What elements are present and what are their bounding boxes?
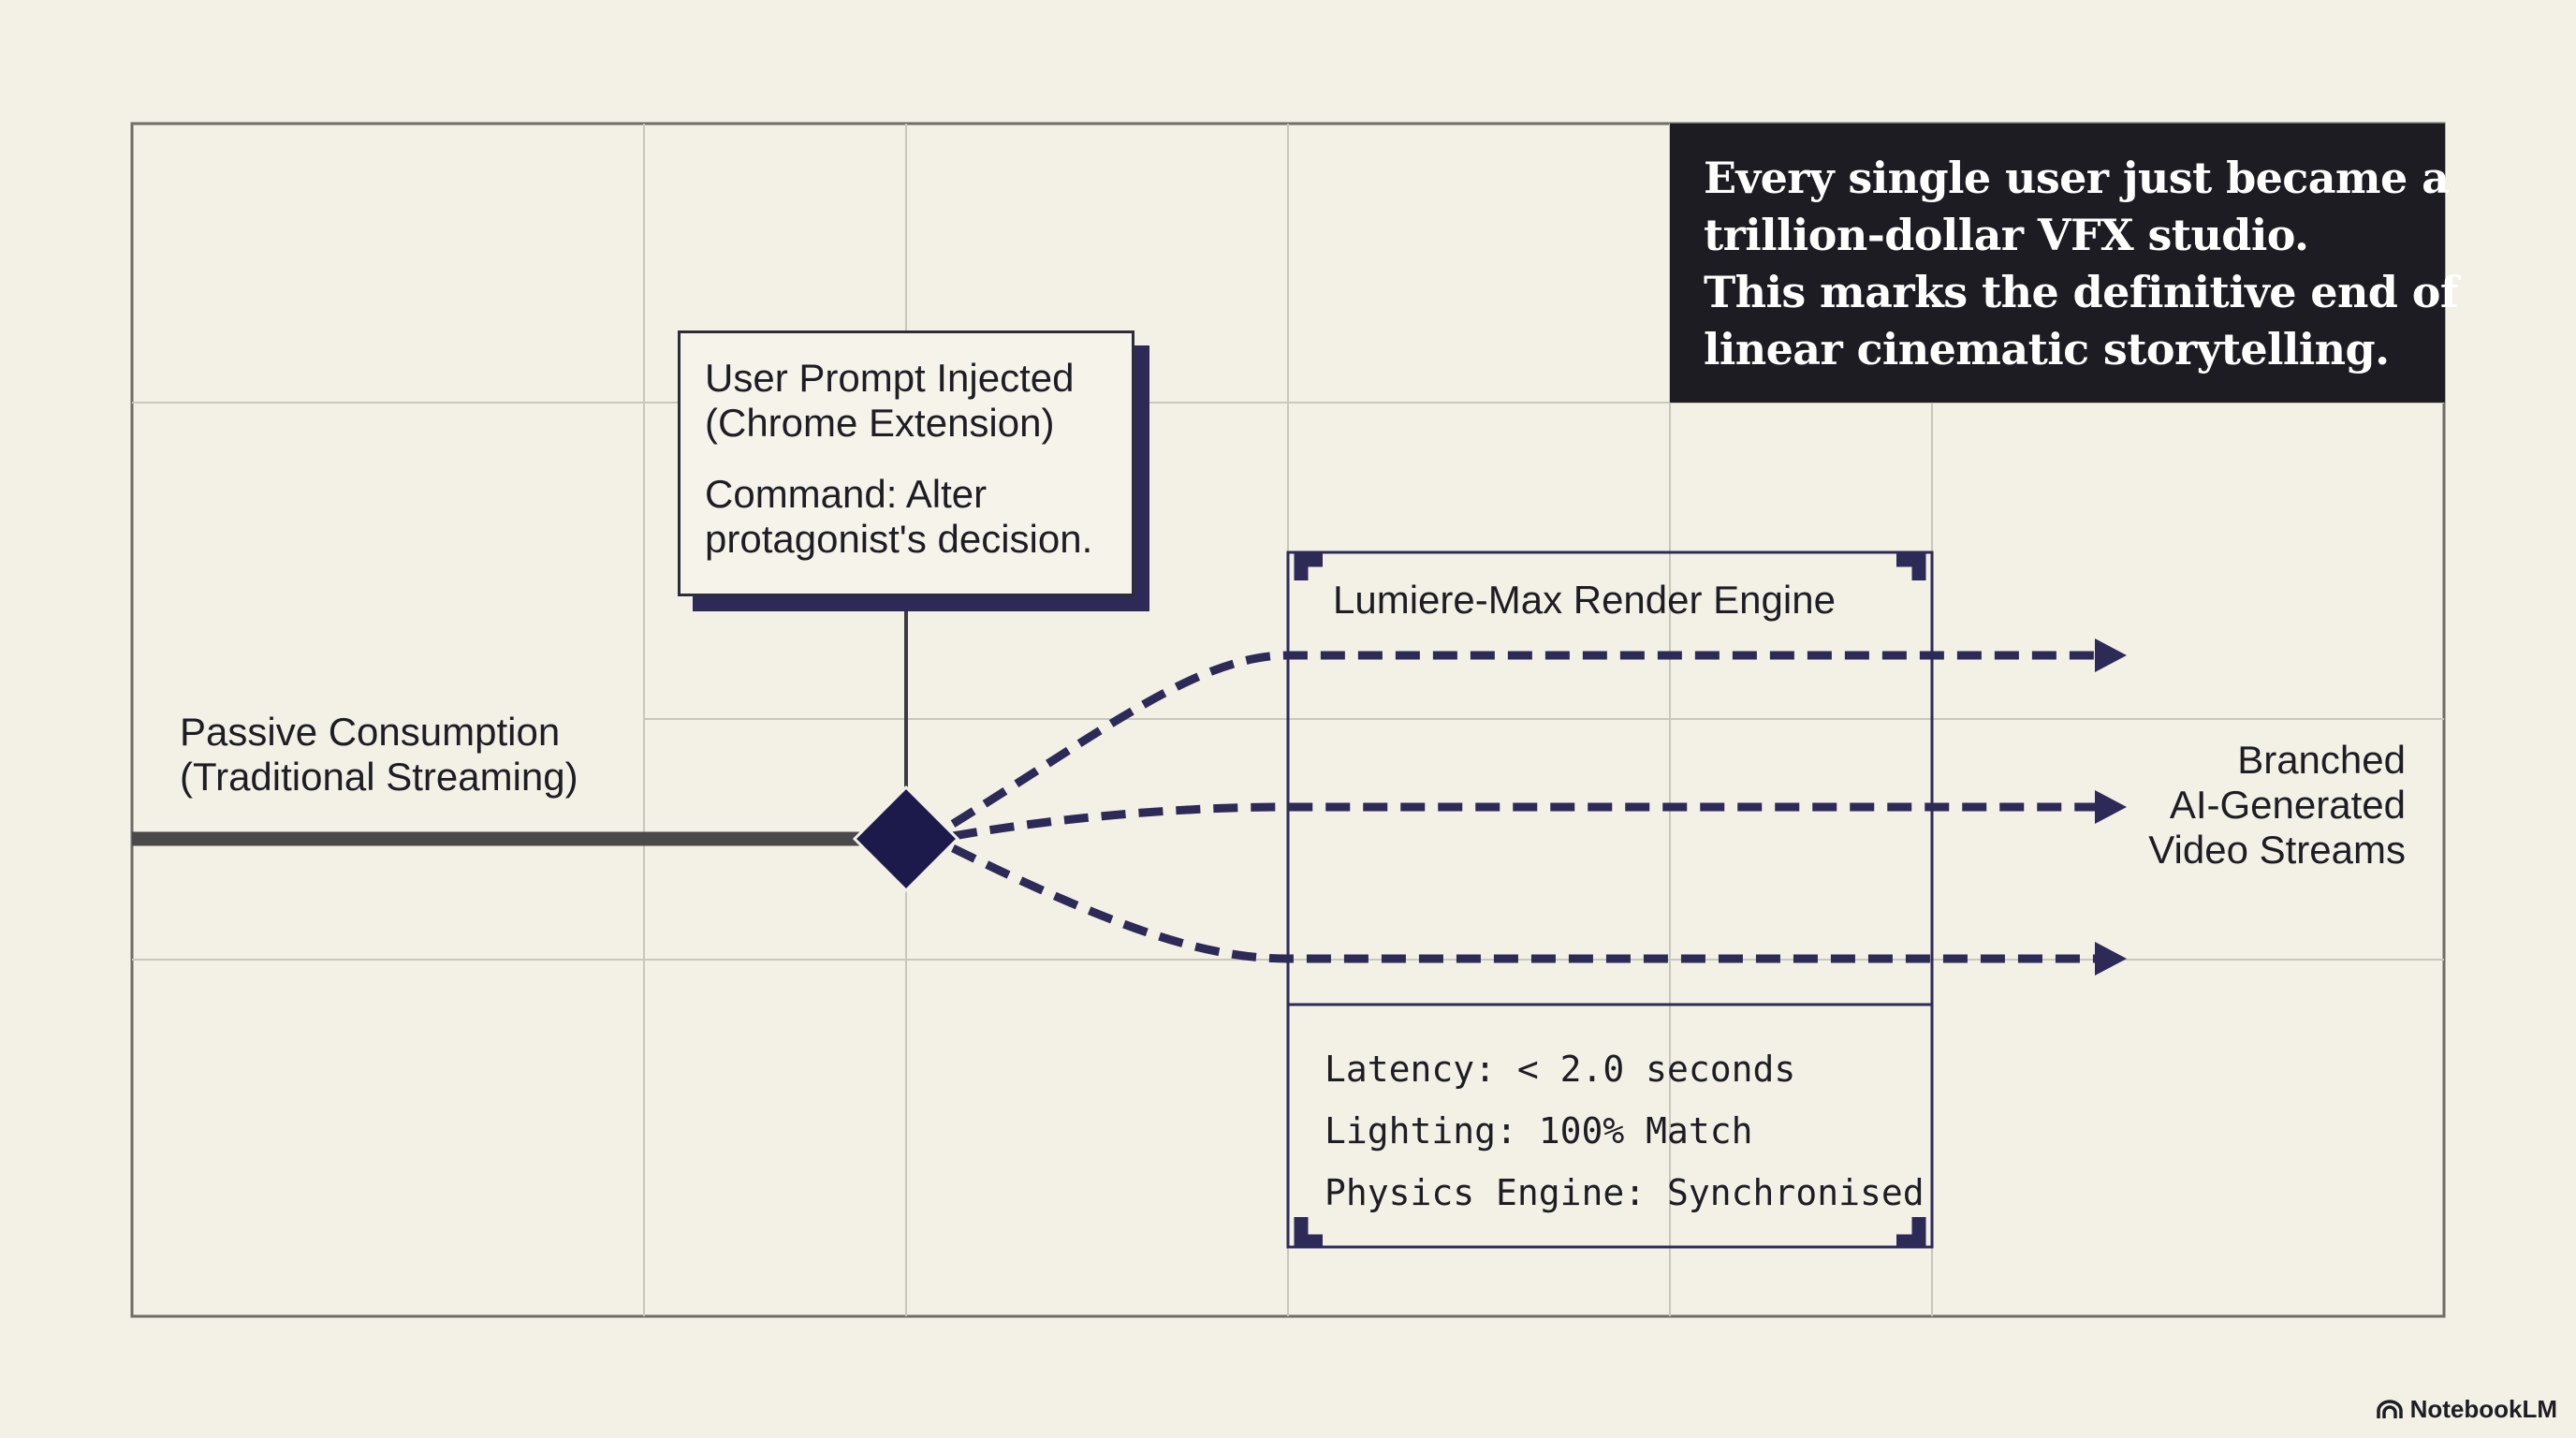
engine-stats: Latency: < 2.0 seconds Lighting: 100% Ma… (1325, 1038, 1925, 1224)
arrowhead-middle (2095, 790, 2127, 824)
engine-corner-brackets (1294, 552, 1926, 1249)
stat-lighting: Lighting: 100% Match (1325, 1110, 1753, 1152)
arrowhead-top (2095, 638, 2127, 672)
prompt-command-line: Command: Alter (705, 472, 988, 516)
callout-line: This marks the definitive end of (1704, 267, 2459, 317)
branch-label-line: Video Streams (2148, 828, 2406, 872)
stat-latency: Latency: < 2.0 seconds (1325, 1049, 1796, 1090)
headline-callout: Every single user just became a trillion… (1670, 124, 2459, 403)
brand-name: NotebookLM (2409, 1395, 2557, 1423)
callout-line: trillion-dollar VFX studio. (1704, 210, 2309, 260)
passive-label-line: Passive Consumption (180, 710, 561, 754)
prompt-title-line: (Chrome Extension) (705, 401, 1055, 445)
branch-stream-middle (952, 802, 2097, 841)
passive-label-line: (Traditional Streaming) (180, 755, 578, 799)
user-prompt-box: User Prompt Injected (Chrome Extension) … (678, 330, 1134, 596)
branch-stream-bottom (951, 844, 2097, 963)
notebooklm-logo-icon (2376, 1399, 2403, 1418)
decision-node-diamond (852, 785, 960, 893)
branch-stream-top (950, 651, 2097, 828)
prompt-title-line: User Prompt Injected (705, 356, 1075, 400)
engine-title: Lumiere-Max Render Engine (1333, 578, 1836, 622)
callout-line: linear cinematic storytelling. (1704, 324, 2390, 374)
prompt-command: Command: Alter protagonist's decision. (705, 472, 1113, 562)
notebooklm-brand: NotebookLM (2376, 1395, 2557, 1424)
passive-consumption-label: Passive Consumption (Traditional Streami… (180, 710, 578, 800)
arrowhead-bottom (2095, 942, 2127, 976)
branched-streams-label: Branched AI-Generated Video Streams (2148, 738, 2406, 873)
engine-box (1286, 550, 1934, 1249)
stat-physics: Physics Engine: Synchronised (1325, 1172, 1925, 1213)
branch-label-line: AI-Generated (2169, 783, 2406, 827)
prompt-title: User Prompt Injected (Chrome Extension) (705, 356, 1113, 446)
branch-arrowheads (2095, 638, 2127, 976)
branch-label-line: Branched (2237, 738, 2406, 782)
callout-line: Every single user just became a (1704, 153, 2450, 203)
prompt-command-line: protagonist's decision. (705, 517, 1093, 561)
branch-streams (950, 651, 2097, 963)
